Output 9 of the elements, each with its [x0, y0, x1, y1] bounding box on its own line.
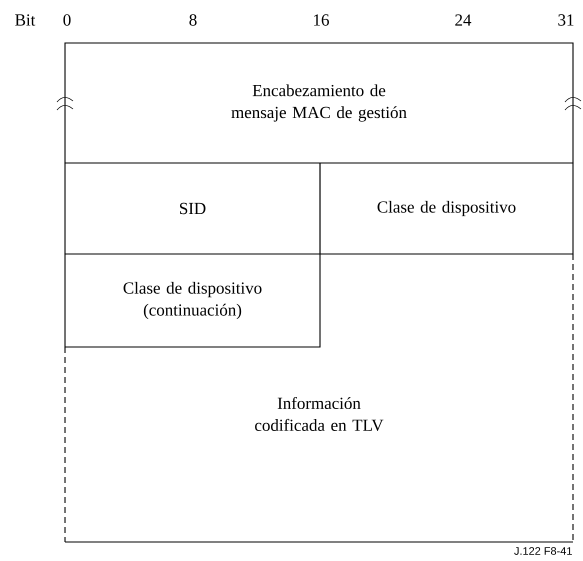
bit-number: 16	[314, 14, 329, 26]
field-box: SID	[64, 162, 321, 255]
bit-number: 0	[63, 14, 71, 26]
field-box: Encabezamiento de mensaje MAC de gestión	[64, 42, 574, 164]
bit-number: 31	[558, 14, 574, 26]
bit-number: 8	[189, 14, 197, 26]
bit-number: 24	[455, 14, 472, 26]
field-box: Clase de dispositivo	[319, 162, 574, 255]
axis-label: Bit	[15, 14, 36, 26]
